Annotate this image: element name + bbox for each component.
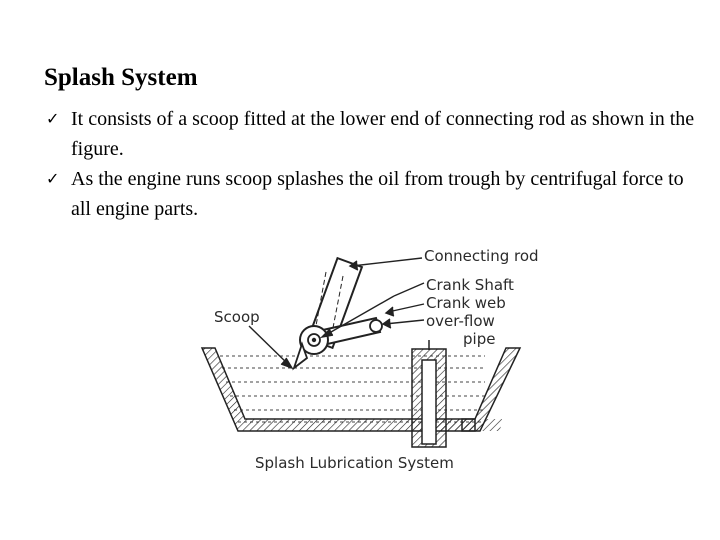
- label-connecting-rod: Connecting rod: [424, 247, 539, 265]
- oil-trough: [200, 347, 522, 432]
- splash-lubrication-diagram: Connecting rod Crank Shaft Crank web ove…: [200, 247, 539, 472]
- label-scoop: Scoop: [214, 308, 260, 326]
- bullet-list: ✓ It consists of a scoop fitted at the l…: [46, 104, 706, 224]
- splash-lubrication-figure: Connecting rod Crank Shaft Crank web ove…: [140, 236, 590, 486]
- checkmark-icon: ✓: [46, 169, 60, 188]
- figure-caption: Splash Lubrication System: [255, 454, 454, 472]
- bullet-text: As the engine runs scoop splashes the oi…: [71, 168, 684, 220]
- overflow-pipe: [411, 340, 447, 448]
- bullet-text: It consists of a scoop fitted at the low…: [71, 108, 695, 160]
- slide-title: Splash System: [44, 64, 198, 91]
- label-pipe: pipe: [463, 330, 495, 348]
- label-overflow: over-flow: [426, 312, 495, 330]
- label-crank-shaft: Crank Shaft: [426, 276, 514, 294]
- checkmark-icon: ✓: [46, 109, 60, 128]
- crank-shaft: [299, 325, 329, 355]
- bullet-item: ✓ It consists of a scoop fitted at the l…: [46, 104, 706, 164]
- label-crank-web: Crank web: [426, 294, 506, 312]
- leader-arrows: [248, 257, 425, 370]
- scoop: [292, 341, 309, 371]
- bullet-item: ✓ As the engine runs scoop splashes the …: [46, 164, 706, 224]
